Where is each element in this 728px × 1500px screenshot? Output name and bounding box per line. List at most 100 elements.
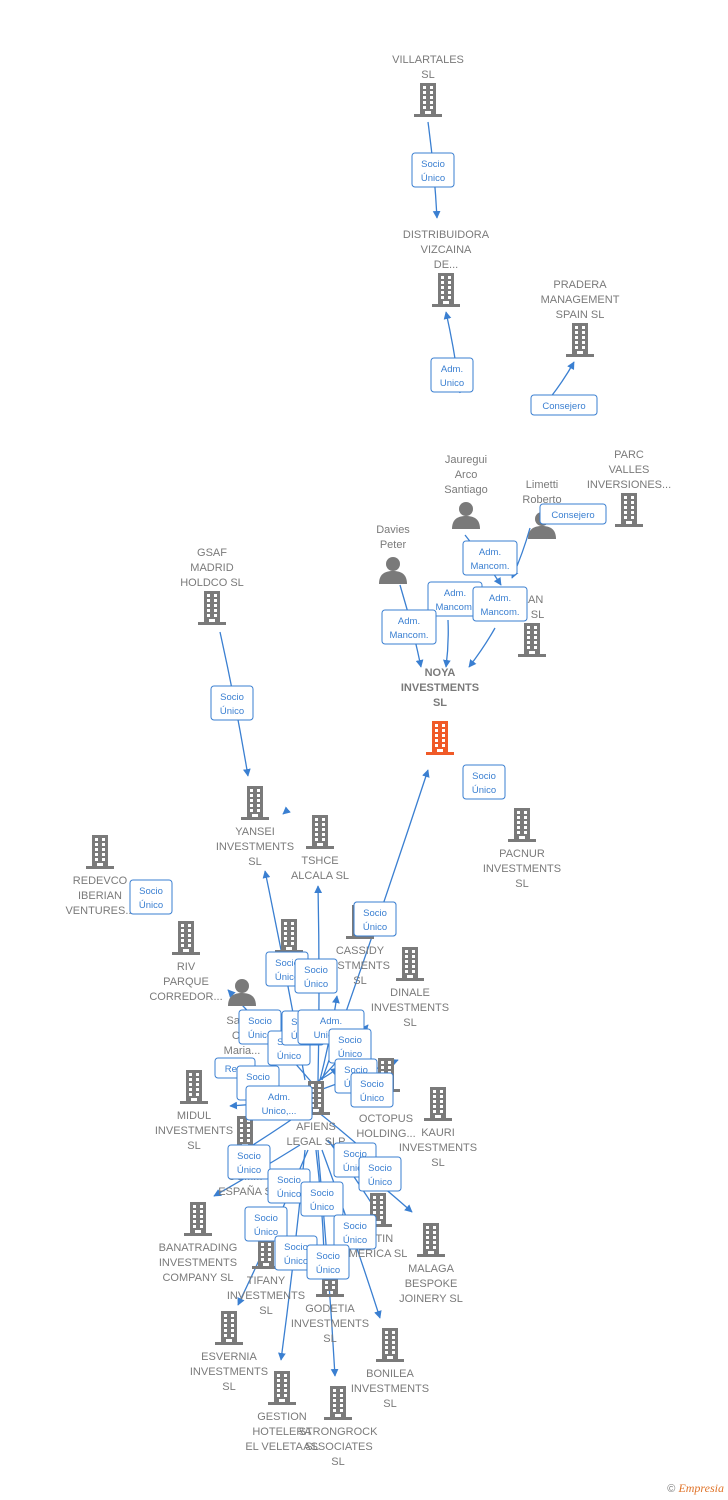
building-icon [424, 1087, 452, 1121]
relation-text: Socio [343, 1149, 367, 1160]
relation-edge [443, 619, 451, 668]
node-label: INVESTMENTS [291, 1318, 369, 1330]
relation-text: Único [421, 173, 445, 184]
relation-text: Adm. [441, 364, 463, 375]
relation-text: Mancom. [389, 630, 428, 641]
relation-label[interactable]: Adm.Mancom. [427, 581, 483, 617]
relation-text: Socio [316, 1251, 340, 1262]
node-distribuidora[interactable]: DISTRIBUIDORAVIZCAINADE... [403, 229, 490, 307]
relation-box [430, 357, 474, 393]
node-label: INVESTMENTS [483, 863, 561, 875]
node-pacnur[interactable]: PACNUR INVESTMENTS SL [483, 808, 561, 890]
relation-label[interactable]: Adm.Mancom. [472, 586, 528, 622]
node-label: SL [421, 69, 434, 81]
relation-label[interactable]: Adm.Mancom. [381, 609, 437, 645]
node-label: ASSOCIATES [303, 1441, 372, 1453]
node-parc[interactable]: PARCVALLESINVERSIONES... [587, 449, 671, 527]
node-label: Davies [376, 524, 410, 536]
node-redevco[interactable]: REDEVCOIBERIANVENTURES... [65, 835, 135, 917]
relation-text: Consejero [551, 510, 594, 521]
person-icon [452, 502, 480, 529]
relation-label[interactable]: Consejero [530, 394, 598, 416]
node-label: INVESTMENTS [371, 1002, 449, 1014]
relation-text: Socio [248, 1016, 272, 1027]
node-label: STRONGROCK [299, 1426, 379, 1438]
relation-box [227, 1144, 271, 1180]
relation-label[interactable]: Adm.Mancom. [462, 540, 518, 576]
node-label: SL [383, 1398, 396, 1410]
relation-box [353, 901, 397, 937]
relation-text: Socio [472, 771, 496, 782]
node-label: TIFANY [247, 1275, 286, 1287]
node-label: Peter [380, 539, 407, 551]
relation-text: Adm. [320, 1016, 342, 1027]
node-riv[interactable]: RIVPARQUECORREDOR... [149, 921, 223, 1003]
node-label: HOLDING... [356, 1128, 415, 1140]
node-label: Santiago [444, 484, 487, 496]
relation-text: Mancom. [435, 602, 474, 613]
relation-label[interactable]: Adm.Unico,... [245, 1085, 313, 1121]
relation-text: Único [368, 1177, 392, 1188]
node-label: PACNUR [499, 848, 545, 860]
node-label: Limetti [526, 479, 558, 491]
relation-text: Socio [254, 1213, 278, 1224]
node-label: SL [515, 878, 528, 890]
node-label: DINALE [390, 987, 430, 999]
node-label: PARQUE [163, 976, 209, 988]
relation-label[interactable]: Consejero [539, 503, 607, 525]
building-icon [396, 947, 424, 981]
node-label: GESTION [257, 1411, 307, 1423]
node-label: SL [248, 856, 261, 868]
node-label: VALLES [609, 464, 650, 476]
relation-text: Unico,... [262, 1106, 297, 1117]
relation-text: Socio [246, 1072, 270, 1083]
node-label: MALAGA [408, 1263, 455, 1275]
relation-label[interactable]: Adm.Unico [430, 357, 474, 393]
relation-box [381, 609, 437, 645]
node-label: SL [353, 975, 366, 987]
building-icon [180, 1070, 208, 1104]
node-label: TSHCE [301, 855, 338, 867]
node-label: LEGAL SLP [287, 1136, 346, 1148]
relation-text: Único [139, 900, 163, 911]
relation-text: Único [284, 1256, 308, 1267]
building-icon [241, 786, 269, 820]
